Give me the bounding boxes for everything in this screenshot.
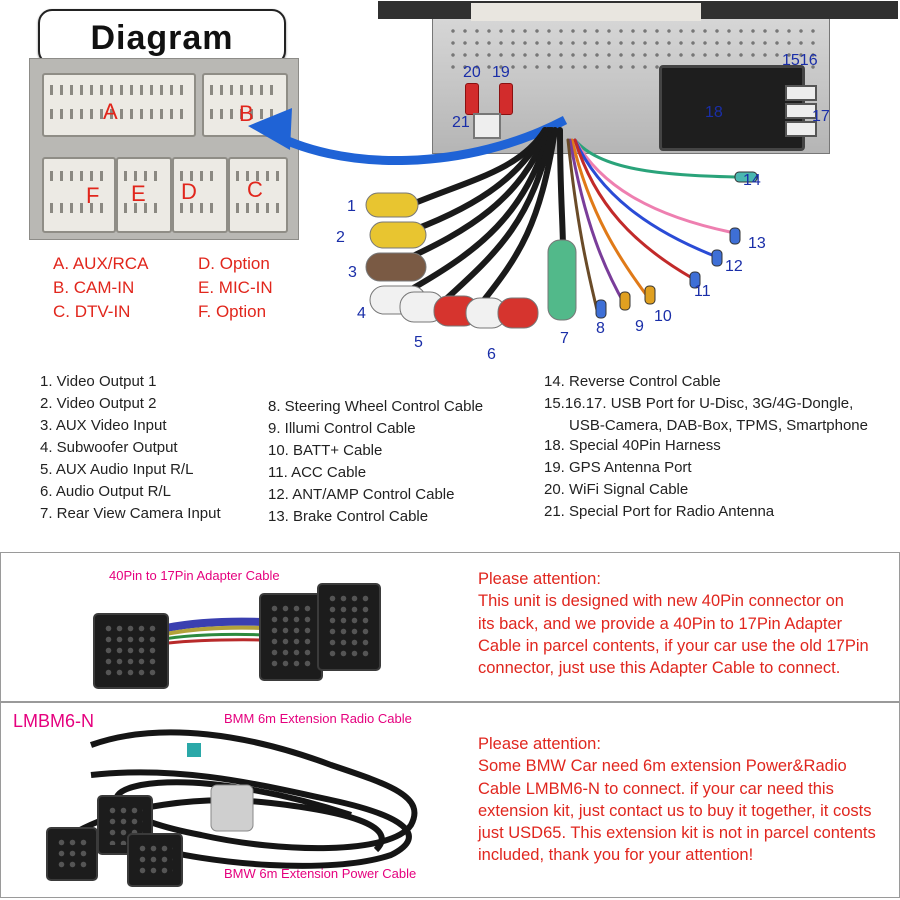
list-item: 12. ANT/AMP Control Cable <box>268 486 455 503</box>
letter-f: F <box>86 183 100 208</box>
list-item: 7. Rear View Camera Input <box>40 505 221 522</box>
attention-line: extension kit, just contact us to buy it… <box>478 801 872 820</box>
extension-section: LMBM6-N BMM 6m Extension Radio Cable BMW… <box>0 702 900 898</box>
callout-7: 7 <box>560 330 569 347</box>
callout-6: 6 <box>487 346 496 363</box>
attention-line: just USD65. This extension kit is not in… <box>478 824 876 843</box>
unit-sticker <box>471 3 701 21</box>
list-item: 15.16.17. USB Port for U-Disc, 3G/4G-Don… <box>544 395 854 412</box>
adapter-attention: Please attention: This unit is designed … <box>478 568 869 679</box>
callout-8: 8 <box>596 320 605 337</box>
socket-f <box>42 157 116 233</box>
legend-c: C. DTV-IN <box>53 302 131 321</box>
attention-line: its back, and we provide a 40Pin to 17Pi… <box>478 614 843 633</box>
callout-20: 20 <box>463 64 481 81</box>
connector-block: A B F E D C <box>29 58 299 240</box>
power-cable-label: BMW 6m Extension Power Cable <box>224 866 417 881</box>
callout-1: 1 <box>347 198 356 215</box>
attention-line: connector, just use this Adapter Cable t… <box>478 659 841 678</box>
callout-17: 17 <box>812 108 830 125</box>
40pin-plug-b <box>317 583 381 671</box>
list-item: 6. Audio Output R/L <box>40 483 171 500</box>
cable-diagram <box>248 108 758 329</box>
callout-5: 5 <box>414 334 423 351</box>
list-item: 14. Reverse Control Cable <box>544 373 721 390</box>
attention-line: included, thank you for your attention! <box>478 846 754 865</box>
list-item: 1. Video Output 1 <box>40 373 157 390</box>
callout-18: 18 <box>705 104 723 121</box>
radio-antenna-port <box>473 113 501 139</box>
attention-line: Please attention: <box>478 570 601 588</box>
usb-port-15 <box>785 85 817 101</box>
list-item: 21. Special Port for Radio Antenna <box>544 503 775 520</box>
40pin-harness-port <box>659 65 805 151</box>
list-item: 11. ACC Cable <box>268 464 367 481</box>
ext-plug-c <box>127 833 183 887</box>
attention-line: This unit is designed with new 40Pin con… <box>478 592 844 611</box>
extension-attention: Please attention: Some BMW Car need 6m e… <box>478 733 876 867</box>
callout-3: 3 <box>348 264 357 281</box>
page-title: Diagram <box>90 19 234 57</box>
list-item: 9. Illumi Control Cable <box>268 420 416 437</box>
adapter-section: 40Pin to 17Pin Adapter Cable Please atte… <box>0 552 900 702</box>
list-item: 3. AUX Video Input <box>40 417 167 434</box>
list-item: 4. Subwoofer Output <box>40 439 178 456</box>
head-unit <box>378 1 898 154</box>
letter-a: A <box>103 99 118 124</box>
callout-9: 9 <box>635 318 644 335</box>
letter-d: D <box>181 179 197 204</box>
callout-10: 10 <box>654 308 672 325</box>
legend-b: B. CAM-IN <box>53 278 135 297</box>
letter-c: C <box>247 177 263 202</box>
usb-port-17 <box>785 121 817 137</box>
callout-2: 2 <box>336 229 345 246</box>
list-item: 10. BATT+ Cable <box>268 442 383 459</box>
list-item: 8. Steering Wheel Control Cable <box>268 398 484 415</box>
socket-e <box>116 157 172 233</box>
legend-e: E. MIC-IN <box>198 278 273 297</box>
17pin-plug <box>93 613 169 689</box>
model-label: LMBM6-N <box>13 711 95 731</box>
attention-line: Some BMW Car need 6m extension Power&Rad… <box>478 757 847 776</box>
gps-antenna-port <box>499 83 513 115</box>
attention-line: Cable in parcel contents, if your car us… <box>478 636 869 655</box>
title-box: Diagram <box>38 9 286 65</box>
list-item: 2. Video Output 2 <box>40 395 157 412</box>
letter-b: B <box>239 101 254 126</box>
callout-12: 12 <box>725 258 743 275</box>
list-item: 19. GPS Antenna Port <box>544 459 692 476</box>
40pin-plug-a <box>259 593 323 681</box>
radio-cable-label: BMM 6m Extension Radio Cable <box>224 711 412 726</box>
callout-4: 4 <box>357 305 366 322</box>
callout-19: 19 <box>492 64 510 81</box>
letter-e: E <box>131 181 146 206</box>
list-item: USB-Camera, DAB-Box, TPMS, Smartphone <box>569 417 868 434</box>
socket-d <box>172 157 228 233</box>
list-item: 18. Special 40Pin Harness <box>544 437 721 454</box>
ext-plug-a <box>46 827 98 881</box>
legend-a: A. AUX/RCA <box>53 254 149 273</box>
callout-21: 21 <box>452 114 470 131</box>
callout-13: 13 <box>748 235 766 252</box>
socket-c <box>228 157 288 233</box>
legend-d: D. Option <box>198 254 270 273</box>
usb-port-16 <box>785 103 817 119</box>
list-item: 20. WiFi Signal Cable <box>544 481 689 498</box>
attention-line: Cable LMBM6-N to connect. if your car ne… <box>478 779 834 798</box>
adapter-label: 40Pin to 17Pin Adapter Cable <box>109 568 280 583</box>
attention-line: Please attention: <box>478 735 601 753</box>
list-item: 5. AUX Audio Input R/L <box>40 461 194 478</box>
wifi-antenna-port <box>465 83 479 115</box>
list-item: 13. Brake Control Cable <box>268 508 429 525</box>
legend-f: F. Option <box>198 302 267 321</box>
socket-a <box>42 73 196 137</box>
callout-11: 11 <box>694 283 711 300</box>
callout-1516: 1516 <box>782 52 818 69</box>
callout-14: 14 <box>743 172 761 189</box>
unit-vent <box>447 25 817 69</box>
